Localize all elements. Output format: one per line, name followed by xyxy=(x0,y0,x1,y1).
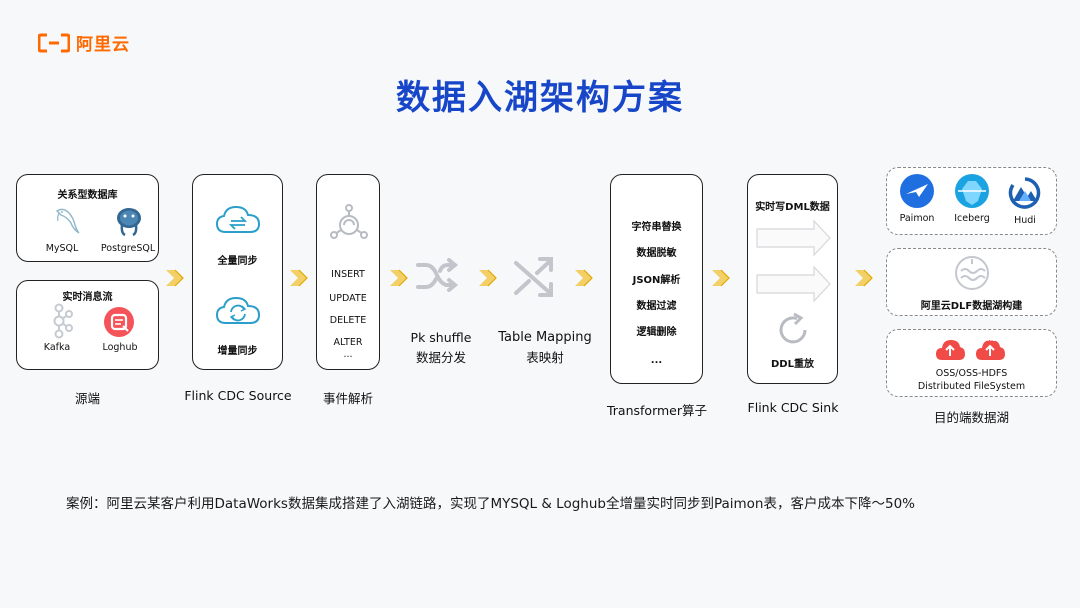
relational-db-title: 关系型数据库 xyxy=(57,190,118,201)
aliyun-logo-icon xyxy=(38,33,70,52)
flow-arrow xyxy=(389,266,413,290)
cloud-refresh-icon xyxy=(215,296,261,324)
transformer-card: 字符串替换 数据脱敏 JSON解析 数据过滤 逻辑删除 ... xyxy=(610,174,703,384)
op-masking: 数据脱敏 xyxy=(636,248,677,259)
flink-cdc-sink-card: 实时写DML数据 DDL重放 xyxy=(747,174,838,384)
flow-arrow xyxy=(478,266,502,290)
dlf-label: 阿里云DLF数据湖构建 xyxy=(920,301,1023,312)
mysql-icon xyxy=(55,208,80,234)
flink-sink-caption: Flink CDC Sink xyxy=(747,400,839,415)
kafka-label: Kafka xyxy=(43,342,71,353)
kafka-icon xyxy=(53,303,73,339)
op-string-replace: 字符串替换 xyxy=(631,222,682,233)
iceberg-icon xyxy=(955,174,989,208)
loghub-icon xyxy=(104,307,134,337)
shuffle-icon xyxy=(416,258,459,292)
oss-hdfs-cloud-icon xyxy=(976,340,1005,360)
pk-shuffle-line2: 数据分发 xyxy=(415,350,466,365)
oss-label-line1: OSS/OSS-HDFS xyxy=(935,368,1008,379)
write-dml-label: 实时写DML数据 xyxy=(755,202,830,213)
transformer-caption: Transformer算子 xyxy=(606,403,707,418)
table-mapping-icon xyxy=(514,257,553,297)
cloud-sync-icon xyxy=(215,205,261,233)
paimon-label: Paimon xyxy=(899,213,935,224)
event-parse-caption: 事件解析 xyxy=(322,391,373,406)
hdfs-badge: HDFS xyxy=(987,336,1006,343)
oss-label-line2: Distributed FileSystem xyxy=(917,381,1026,392)
event-delete: DELETE xyxy=(329,315,367,326)
page-title: 数据入湖架构方案 xyxy=(396,78,684,118)
hudi-icon xyxy=(1008,177,1041,209)
flow-arrow xyxy=(165,266,189,290)
target-caption: 目的端数据湖 xyxy=(933,410,1009,425)
case-study-text: 案例：阿里云某客户利用DataWorks数据集成搭建了入湖链路，实现了MYSQL… xyxy=(66,496,915,512)
incr-sync-label: 增量同步 xyxy=(217,346,258,357)
event-more: ... xyxy=(343,349,353,360)
oss-cloud-icon xyxy=(936,340,965,360)
full-sync-label: 全量同步 xyxy=(217,256,258,267)
refresh-icon xyxy=(779,312,807,344)
relational-db-card: 关系型数据库 MySQL PostgreSQL xyxy=(16,174,159,262)
flow-arrow xyxy=(711,266,735,290)
message-stream-title: 实时消息流 xyxy=(62,292,113,303)
op-filter: 数据过滤 xyxy=(636,301,677,312)
table-mapping-line1: Table Mapping xyxy=(498,330,592,345)
event-insert: INSERT xyxy=(331,269,365,280)
brand-name: 阿里云 xyxy=(76,35,130,55)
loghub-label: Loghub xyxy=(102,342,138,353)
message-stream-card: 实时消息流 Kafka Loghub xyxy=(16,280,159,370)
event-alter: ALTER xyxy=(333,337,363,348)
dml-arrow-icon xyxy=(756,219,831,257)
op-logical-delete: 逻辑删除 xyxy=(636,327,677,338)
flow-arrow xyxy=(574,266,598,290)
table-mapping-line2: 表映射 xyxy=(526,350,564,365)
pk-shuffle-line1: Pk shuffle xyxy=(410,330,472,345)
oss-card: HDFS OSS/OSS-HDFS Distributed FileSystem xyxy=(886,329,1057,397)
postgresql-icon xyxy=(117,208,141,237)
flink-cdc-source-card: 全量同步 增量同步 xyxy=(192,174,283,370)
data-lake-icon xyxy=(955,256,989,290)
brand-logo: 阿里云 xyxy=(38,30,130,55)
op-json-parse: JSON解析 xyxy=(632,275,681,286)
flow-arrow xyxy=(289,266,313,290)
op-more: ... xyxy=(650,355,663,366)
flow-arrow xyxy=(854,266,878,290)
event-update: UPDATE xyxy=(329,293,367,304)
event-parse-card: INSERT UPDATE DELETE ALTER ... xyxy=(316,174,380,370)
event-hub-icon xyxy=(330,204,368,239)
dlf-card: 阿里云DLF数据湖构建 xyxy=(886,248,1057,316)
lake-formats-card: Paimon Iceberg Hudi xyxy=(886,167,1057,235)
source-caption: 源端 xyxy=(74,391,100,406)
postgresql-label: PostgreSQL xyxy=(100,243,156,254)
mysql-label: MySQL xyxy=(45,243,79,254)
dml-arrow-icon xyxy=(756,265,831,303)
hudi-label: Hudi xyxy=(1014,215,1036,226)
paimon-icon xyxy=(900,174,934,208)
ddl-replay-label: DDL重放 xyxy=(771,359,814,370)
iceberg-label: Iceberg xyxy=(954,213,990,224)
flink-source-caption: Flink CDC Source xyxy=(184,388,292,403)
